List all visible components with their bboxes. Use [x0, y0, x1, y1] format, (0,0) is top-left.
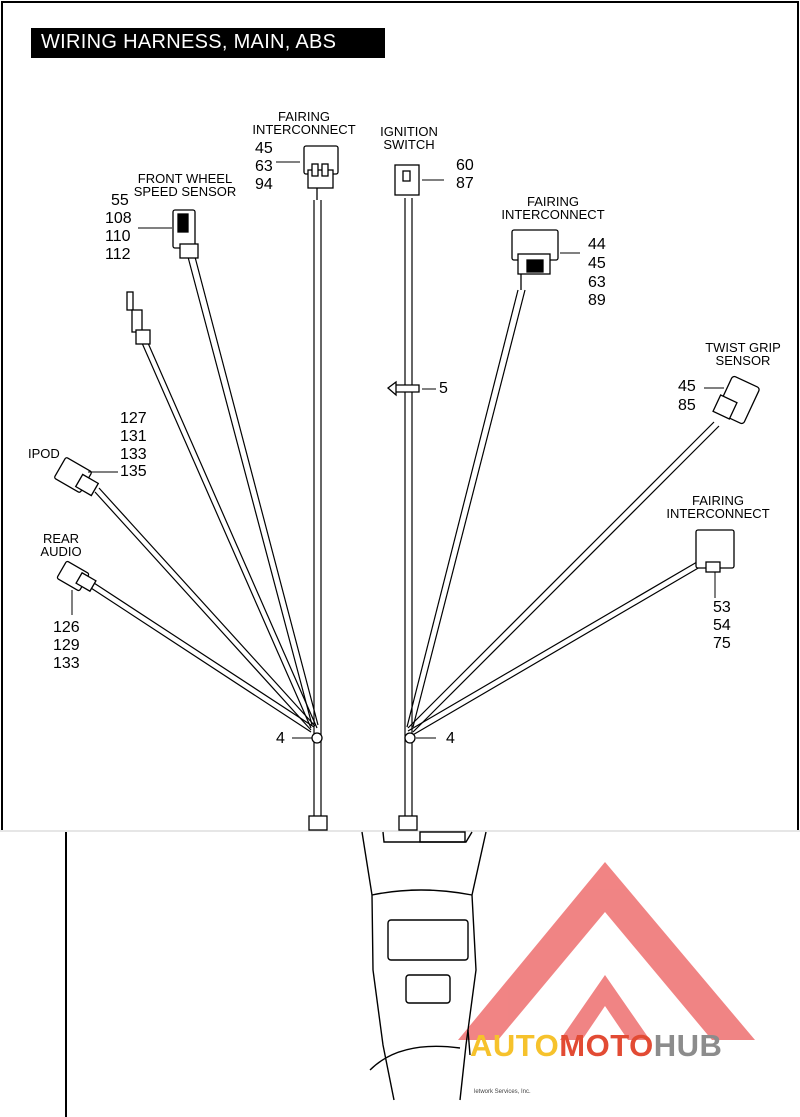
front-wheel-ref: 108	[105, 210, 132, 227]
front-wheel-ref: 110	[105, 228, 131, 245]
fairing-lower-ref: 75	[713, 635, 731, 652]
watermark-part-c: HUB	[653, 1028, 723, 1063]
ipod-label: IPOD	[28, 446, 60, 461]
fairing-lower-label-line2: INTERCONNECT	[666, 506, 770, 521]
fairing-lower-ref: 54	[713, 617, 731, 634]
fairing-top-label-line1: FAIRING	[277, 109, 330, 124]
ignition-label-line2: SWITCH	[383, 137, 435, 152]
credit-text: letwork Services, Inc.	[474, 1089, 531, 1095]
front-wheel-label-line1: FRONT WHEEL	[137, 171, 233, 186]
wires	[90, 198, 720, 820]
twist-grip-ref: 85	[678, 397, 696, 414]
twist-grip-ref: 45	[678, 378, 696, 395]
front-wheel-ref: 55	[111, 192, 129, 209]
ipod-ref: 133	[120, 446, 147, 463]
fairing-right-label-line2: INTERCONNECT	[501, 207, 605, 222]
fairing-right-ref: 89	[588, 292, 606, 309]
rear-audio-ref: 129	[53, 637, 80, 654]
fairing-lower-label-line1: FAIRING	[691, 493, 744, 508]
watermark-logo	[458, 862, 755, 1040]
front-wheel-label: FRONT WHEEL SPEED SENSOR	[130, 172, 240, 198]
twist-grip-label-line2: SENSOR	[715, 353, 771, 368]
title-bar	[31, 28, 385, 58]
watermark-part-a: AUTO	[470, 1028, 560, 1063]
fairing-top-ref: 45	[255, 140, 273, 157]
watermark-text: AUTOMOTOHUB	[470, 1030, 722, 1061]
fairing-top-ref: 94	[255, 176, 273, 193]
twist-grip-label-line1: TWIST GRIP	[705, 340, 781, 355]
twist-grip-label: TWIST GRIP SENSOR	[697, 341, 789, 367]
connectors	[54, 145, 760, 831]
rear-audio-label: REAR AUDIO	[36, 532, 86, 558]
tie-left-ref: 4	[276, 730, 285, 747]
rear-audio-label-line2: AUDIO	[40, 544, 82, 559]
lower-assembly	[361, 831, 487, 1101]
front-wheel-label-line2: SPEED SENSOR	[133, 184, 237, 199]
fairing-right-ref: 45	[588, 255, 606, 272]
fairing-right-ref: 63	[588, 274, 606, 291]
fairing-right-label: FAIRING INTERCONNECT	[496, 195, 610, 221]
ipod-ref: 131	[120, 428, 147, 445]
ignition-switch-label: IGNITION SWITCH	[374, 125, 444, 151]
rear-audio-ref: 133	[53, 655, 80, 672]
tie-right-ref: 4	[446, 730, 455, 747]
fairing-top-ref: 63	[255, 158, 273, 175]
fairing-top-label-line2: INTERCONNECT	[252, 122, 356, 137]
fairing-top-label: FAIRING INTERCONNECT	[249, 110, 359, 136]
leader-lines	[71, 161, 724, 739]
fairing-lower-label: FAIRING INTERCONNECT	[661, 494, 775, 520]
fairing-right-ref: 44	[588, 236, 606, 253]
rear-audio-label-line1: REAR	[42, 531, 80, 546]
watermark-part-b: MOTO	[559, 1028, 654, 1063]
clip-ref: 5	[439, 380, 448, 397]
fairing-lower-ref: 53	[713, 599, 731, 616]
rear-audio-ref: 126	[53, 619, 80, 636]
ipod-ref: 135	[120, 463, 147, 480]
ipod-ref: 127	[120, 410, 147, 427]
front-wheel-ref: 112	[105, 246, 131, 263]
fairing-right-label-line1: FAIRING	[526, 194, 579, 209]
ignition-ref: 87	[456, 175, 474, 192]
ignition-label-line1: IGNITION	[380, 124, 438, 139]
page-title: WIRING HARNESS, MAIN, ABS	[41, 31, 337, 53]
ignition-ref: 60	[456, 157, 474, 174]
